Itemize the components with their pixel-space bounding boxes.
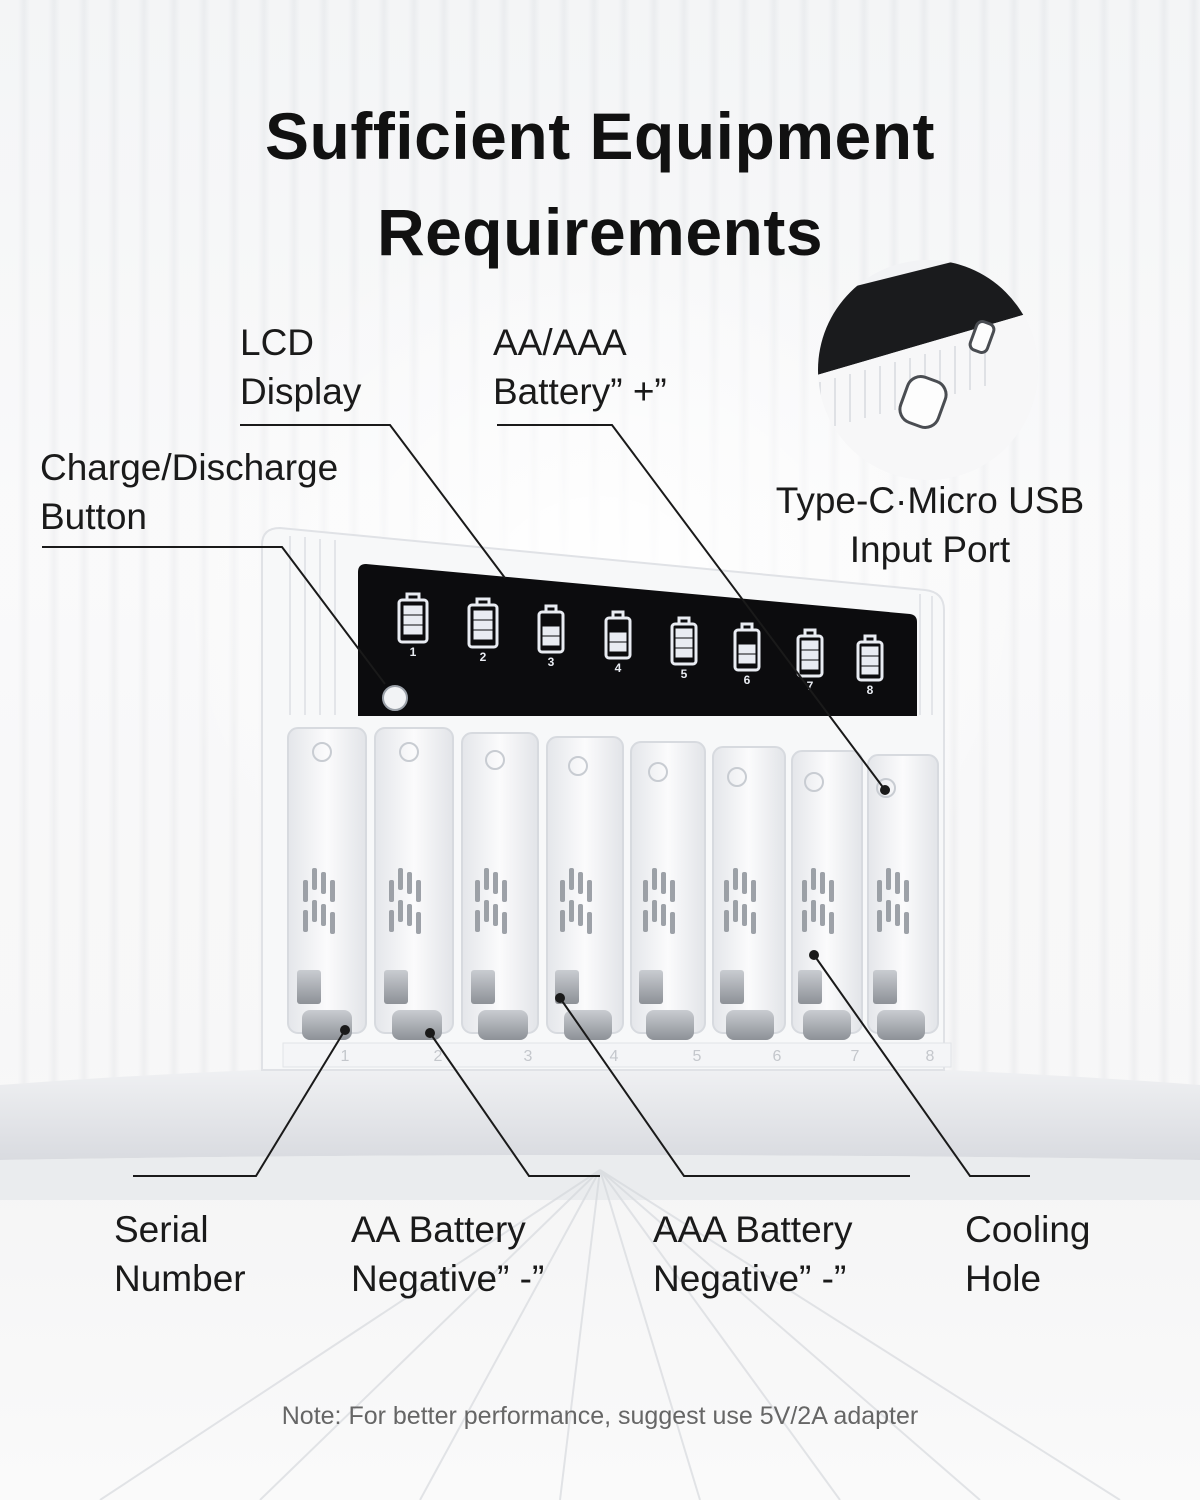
base-slot-number: 3 (524, 1048, 533, 1065)
callout-usb-input-port: Type-C·Micro USB Input Port (775, 480, 1085, 570)
battery-slot (374, 727, 454, 1040)
adapter-note: Note: For better performance, suggest us… (281, 1402, 919, 1430)
callout-cooling-hole: Cooling Hole (965, 1209, 1091, 1299)
battery-slot (791, 750, 863, 1040)
callout-aaa-negative: AAA Battery Negative” -” (653, 1209, 853, 1299)
battery-slot (546, 736, 624, 1040)
base-slot-number: 7 (851, 1048, 860, 1065)
battery-slot (712, 746, 786, 1040)
page-title-line-2: Requirements (376, 195, 824, 269)
callout-aa-negative: AA Battery Negative” -” (351, 1209, 545, 1299)
lcd-slot-number: 3 (548, 655, 555, 669)
lcd-slot-number: 8 (867, 683, 874, 697)
base-slot-number: 8 (926, 1048, 935, 1065)
battery-slot (287, 727, 367, 1040)
page-title-line-1: Sufficient Equipment (265, 99, 935, 173)
base-slot-number: 4 (610, 1048, 619, 1065)
battery-slot (630, 741, 706, 1040)
page-title: Sufficient Equipment Requirements (0, 88, 1200, 280)
callout-lcd-display: LCD Display (240, 322, 362, 412)
usb-port-inset (818, 260, 1038, 480)
battery-slot (461, 732, 539, 1040)
callout-serial-number: Serial Number (114, 1209, 246, 1299)
lcd-slot-number: 6 (744, 673, 751, 687)
battery-slot (867, 754, 939, 1040)
callout-battery-positive: AA/AAA Battery” +” (493, 322, 667, 412)
lcd-slot-number: 2 (480, 650, 487, 664)
base-slot-number: 1 (341, 1048, 350, 1065)
base-slot-number: 6 (773, 1048, 782, 1065)
callout-charge-discharge-button: Charge/Discharge Button (40, 447, 339, 537)
charge-discharge-button (382, 685, 408, 711)
lcd-slot-number: 7 (807, 679, 814, 693)
lcd-slot-number: 1 (410, 645, 417, 659)
base-slot-number: 5 (693, 1048, 702, 1065)
lcd-slot-number: 5 (681, 667, 688, 681)
base-slot-number: 2 (434, 1048, 443, 1065)
lcd-slot-number: 4 (615, 661, 622, 675)
